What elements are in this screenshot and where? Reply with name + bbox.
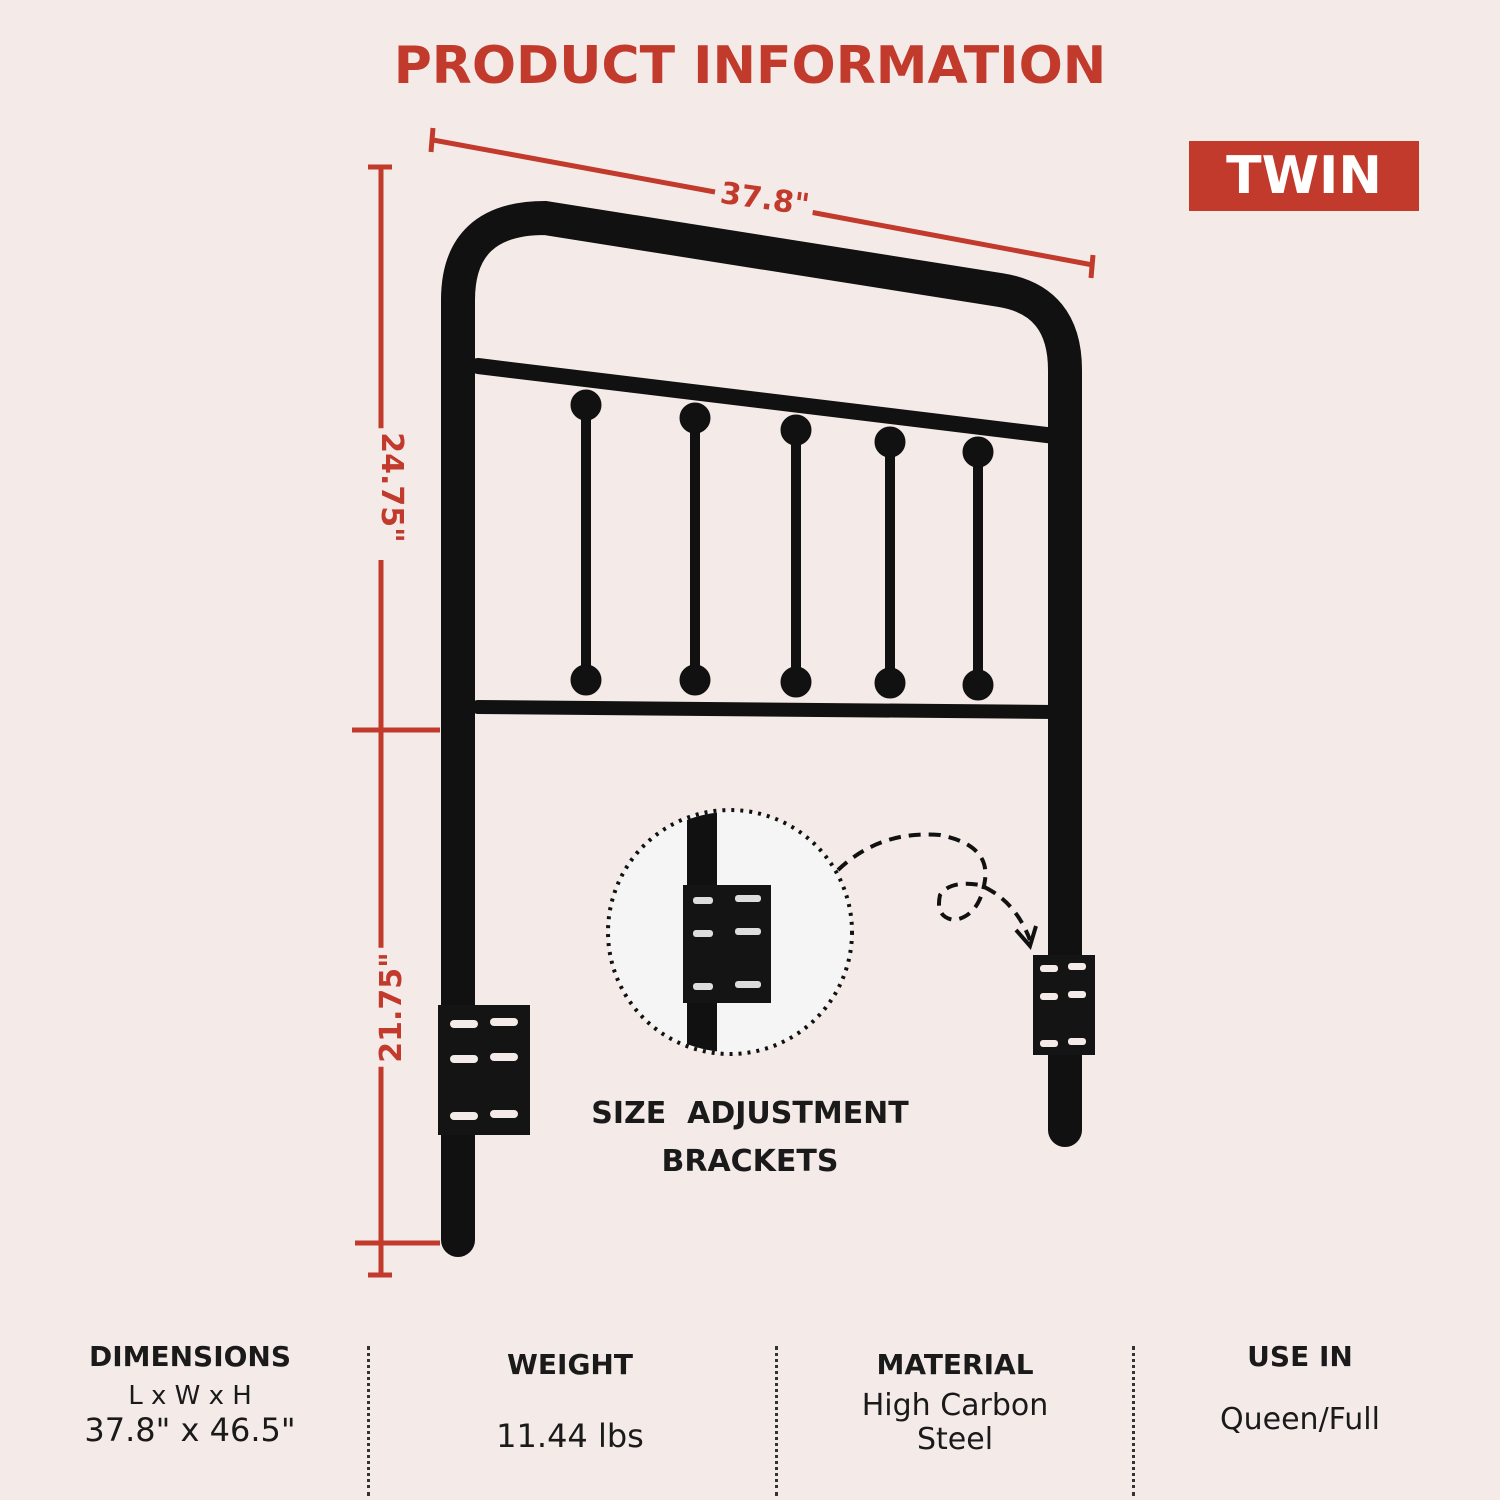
divider xyxy=(775,1346,778,1496)
bracket-callout: SIZE ADJUSTMENT BRACKETS xyxy=(560,1090,940,1186)
spec-weight-value: 11.44 lbs xyxy=(496,1417,644,1455)
spec-dimensions-title: DIMENSIONS xyxy=(88,1340,292,1373)
width-dimension-line xyxy=(428,127,1096,279)
spec-material: MATERIAL High Carbon Steel xyxy=(810,1348,1100,1457)
spindles xyxy=(570,389,994,701)
size-badge: TWIN xyxy=(1189,141,1419,211)
spec-material-value: High Carbon Steel xyxy=(810,1389,1100,1457)
spec-dimensions-value: 37.8" x 46.5" xyxy=(84,1411,296,1449)
spec-row: DIMENSIONS L x W x H 37.8" x 46.5" WEIGH… xyxy=(0,1340,1500,1500)
headboard-frame xyxy=(441,200,1082,1257)
height-dimension-line xyxy=(352,164,440,1278)
arrow-head xyxy=(1014,925,1038,951)
callout-line-2: BRACKETS xyxy=(661,1144,839,1179)
spec-material-title: MATERIAL xyxy=(876,1348,1034,1381)
bracket-zoom-circle xyxy=(606,808,854,1056)
lower-height-label: 21.75" xyxy=(373,948,409,1067)
dashed-arrow-icon xyxy=(836,832,1032,941)
left-bracket xyxy=(438,1005,530,1135)
spec-use-in-title: USE IN xyxy=(1247,1340,1353,1373)
right-bracket xyxy=(1033,955,1095,1055)
spec-dimensions-sub: L x W x H xyxy=(128,1381,252,1411)
spec-weight-title: WEIGHT xyxy=(507,1348,633,1381)
spec-material-line-1: High Carbon xyxy=(861,1388,1049,1423)
spec-use-in: USE IN Queen/Full xyxy=(1180,1340,1420,1437)
divider xyxy=(1132,1346,1135,1496)
spec-dimensions: DIMENSIONS L x W x H 37.8" x 46.5" xyxy=(60,1340,320,1449)
spec-use-in-value: Queen/Full xyxy=(1220,1402,1380,1437)
divider xyxy=(367,1346,370,1496)
spec-material-line-2: Steel xyxy=(916,1422,994,1457)
spec-weight: WEIGHT 11.44 lbs xyxy=(440,1348,700,1455)
page-title: PRODUCT INFORMATION xyxy=(393,36,1107,96)
upper-height-label: 24.75" xyxy=(373,428,409,547)
callout-line-1: SIZE ADJUSTMENT xyxy=(591,1096,909,1131)
